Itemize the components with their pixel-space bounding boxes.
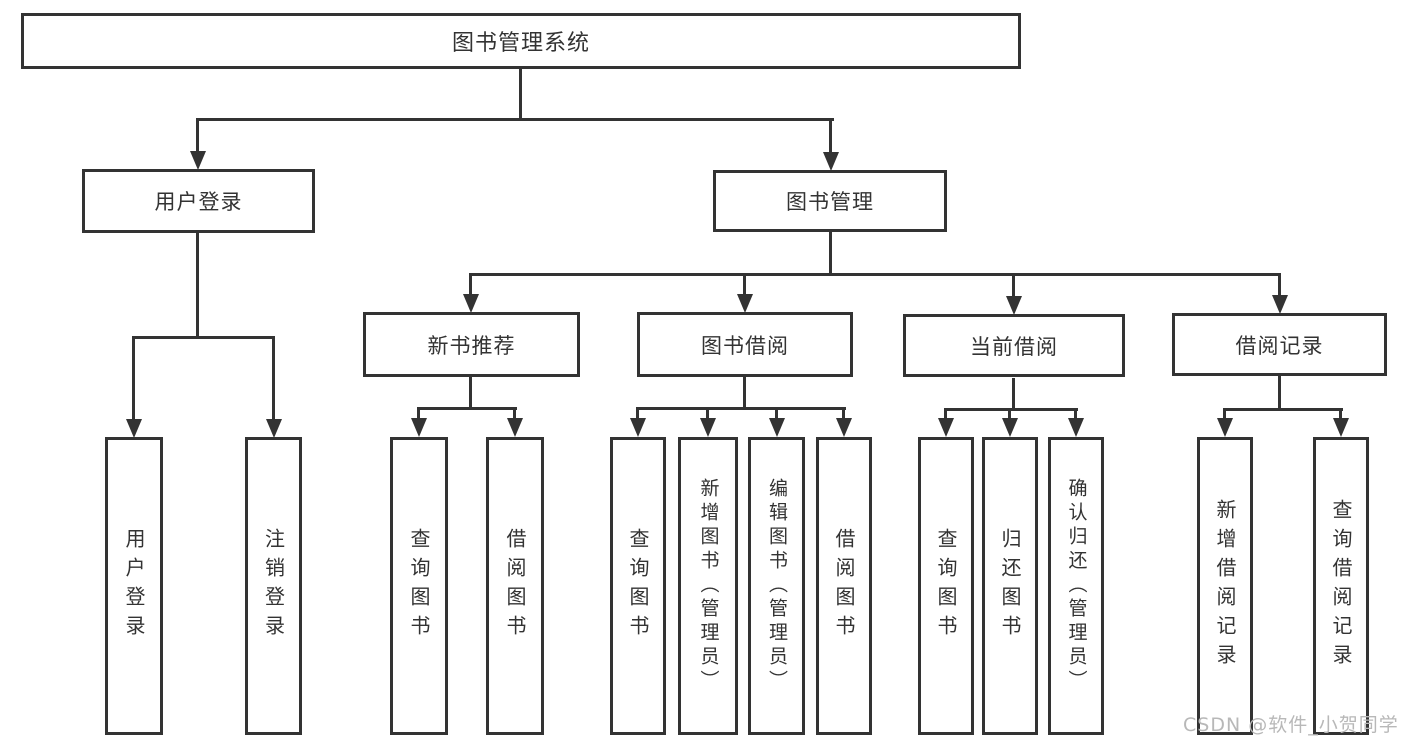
leaf-edit-book-admin-label: 编辑图书（管理员）: [766, 478, 788, 694]
connector-line: [1339, 408, 1342, 421]
connector-user-login-stem: [196, 233, 199, 339]
arrow-down-icon: [1217, 418, 1233, 437]
leaf-user-login: 用户登录: [105, 437, 163, 735]
node-root: 图书管理系统: [21, 13, 1021, 69]
connector-line: [636, 407, 639, 421]
connector-line: [1012, 273, 1015, 299]
connector-borrow-records-rail: [1223, 408, 1343, 411]
arrow-down-icon: [126, 419, 142, 438]
connector-line: [775, 407, 778, 421]
connector-line: [944, 408, 947, 421]
leaf-borrow-books-2: 借阅图书: [816, 437, 872, 735]
leaf-query-books-recommend: 查询图书: [390, 437, 448, 735]
leaf-add-borrow-record-label: 新增借阅记录: [1213, 499, 1237, 673]
connector-root-rail: [197, 118, 834, 121]
connector-root-stem: [519, 69, 522, 121]
node-user-login-label: 用户登录: [154, 190, 243, 214]
arrow-down-icon: [1272, 295, 1288, 314]
node-current-borrow-label: 当前借阅: [970, 334, 1058, 359]
leaf-logout: 注销登录: [245, 437, 302, 735]
node-book-borrow-label: 图书借阅: [701, 333, 789, 358]
leaf-logout-label: 注销登录: [261, 528, 286, 644]
arrow-down-icon: [190, 151, 206, 170]
connector-line: [1278, 273, 1281, 298]
arrow-down-icon: [411, 418, 427, 437]
connector-line: [1074, 408, 1077, 421]
connector-line: [829, 118, 832, 154]
connector-new-book-stem: [469, 377, 472, 410]
connector-new-book-rail: [417, 407, 517, 410]
node-borrow-records-label: 借阅记录: [1235, 333, 1324, 358]
connector-line: [513, 407, 516, 421]
connector-borrow-records-stem: [1278, 376, 1281, 411]
leaf-confirm-return-admin: 确认归还（管理员）: [1048, 437, 1104, 735]
arrow-down-icon: [836, 418, 852, 437]
node-user-login: 用户登录: [82, 169, 315, 233]
arrow-down-icon: [737, 294, 753, 313]
connector-book-borrow-stem: [743, 377, 746, 410]
node-borrow-records: 借阅记录: [1172, 313, 1387, 376]
connector-line: [706, 407, 709, 421]
node-new-book-recommend: 新书推荐: [363, 312, 580, 377]
arrow-down-icon: [769, 418, 785, 437]
leaf-return-book: 归还图书: [982, 437, 1038, 735]
leaf-add-borrow-record: 新增借阅记录: [1197, 437, 1253, 735]
node-current-borrow: 当前借阅: [903, 314, 1125, 377]
connector-line: [842, 407, 845, 421]
leaf-query-books-current-label: 查询图书: [934, 528, 958, 644]
arrow-down-icon: [1068, 418, 1084, 437]
connector-current-borrow-stem: [1012, 378, 1015, 411]
leaf-return-book-label: 归还图书: [998, 528, 1022, 644]
node-new-book-recommend-label: 新书推荐: [427, 333, 516, 358]
connector-current-borrow-rail: [944, 408, 1078, 411]
connector-line: [196, 118, 199, 154]
connector-line: [469, 273, 472, 297]
leaf-add-book-admin: 新增图书（管理员）: [678, 437, 738, 735]
leaf-borrow-books-recommend: 借阅图书: [486, 437, 544, 735]
leaf-query-books-borrow-label: 查询图书: [626, 528, 650, 644]
arrow-down-icon: [1006, 296, 1022, 315]
leaf-query-books-borrow: 查询图书: [610, 437, 666, 735]
connector-line: [1223, 408, 1226, 421]
leaf-edit-book-admin: 编辑图书（管理员）: [748, 437, 805, 735]
connector-user-login-rail: [133, 336, 275, 339]
connector-line: [132, 336, 135, 421]
connector-line: [1008, 408, 1011, 421]
arrow-down-icon: [266, 419, 282, 438]
arrow-down-icon: [1002, 418, 1018, 437]
connector-line: [272, 336, 275, 421]
leaf-borrow-books-recommend-label: 借阅图书: [503, 528, 527, 644]
arrow-down-icon: [938, 418, 954, 437]
leaf-query-books-recommend-label: 查询图书: [407, 528, 431, 644]
leaf-borrow-books-2-label: 借阅图书: [832, 528, 856, 644]
leaf-query-borrow-record-label: 查询借阅记录: [1329, 499, 1353, 673]
connector-book-mgmt-stem: [829, 232, 832, 276]
node-root-label: 图书管理系统: [451, 31, 590, 56]
connector-line: [417, 407, 420, 421]
arrow-down-icon: [507, 418, 523, 437]
node-book-management: 图书管理: [713, 170, 947, 232]
connector-book-mgmt-rail: [469, 273, 1281, 276]
arrow-down-icon: [463, 294, 479, 313]
arrow-down-icon: [700, 418, 716, 437]
leaf-confirm-return-admin-label: 确认归还（管理员）: [1065, 478, 1088, 694]
leaf-query-borrow-record: 查询借阅记录: [1313, 437, 1369, 735]
leaf-user-login-label: 用户登录: [122, 528, 146, 644]
arrow-down-icon: [823, 152, 839, 171]
arrow-down-icon: [1333, 418, 1349, 437]
connector-line: [743, 273, 746, 297]
watermark: CSDN @软件_小贺同学: [1183, 714, 1399, 736]
node-book-management-label: 图书管理: [786, 190, 874, 214]
node-book-borrow: 图书借阅: [637, 312, 853, 377]
arrow-down-icon: [630, 418, 646, 437]
connector-book-borrow-rail: [636, 407, 846, 410]
leaf-query-books-current: 查询图书: [918, 437, 974, 735]
leaf-add-book-admin-label: 新增图书（管理员）: [697, 478, 720, 694]
